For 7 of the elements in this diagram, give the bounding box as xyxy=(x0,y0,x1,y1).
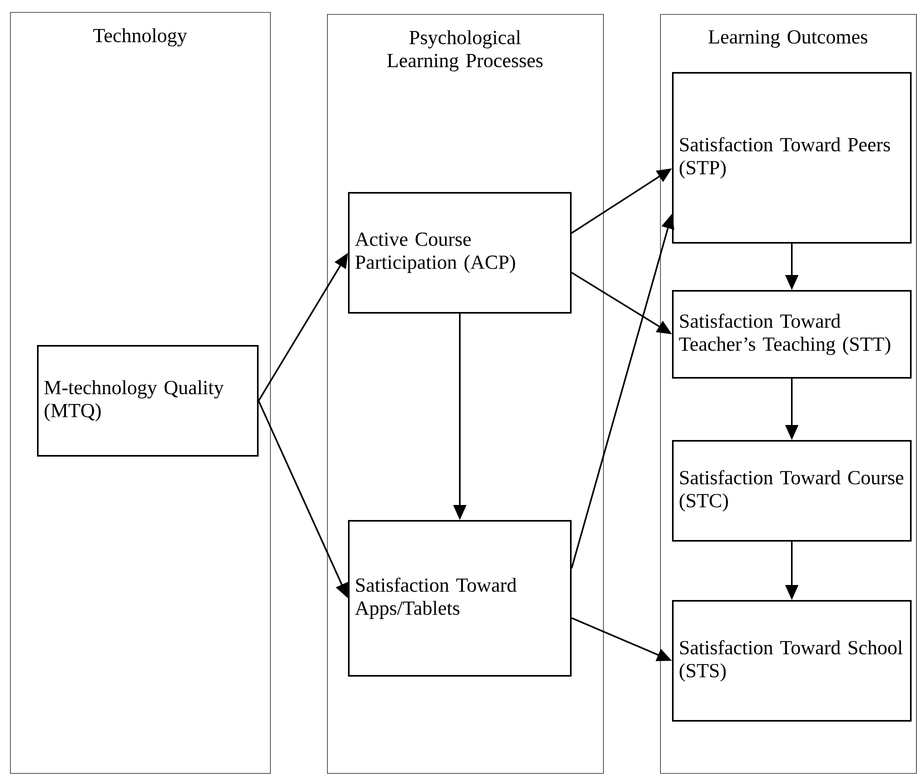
process-box: Active Course Participation (ACP) xyxy=(348,192,572,314)
process-box: Satisfaction Toward School (STS) xyxy=(672,600,912,722)
process-box: Satisfaction Toward Course (STC) xyxy=(672,440,912,542)
process-box: Satisfaction Toward Peers (STP) xyxy=(672,72,912,244)
process-box: M-technology Quality (MTQ) xyxy=(37,345,259,457)
process-box: Satisfaction Toward Teacher’s Teaching (STT) xyxy=(672,290,912,379)
process-box: Satisfaction Toward Apps/Tablets xyxy=(348,520,572,677)
